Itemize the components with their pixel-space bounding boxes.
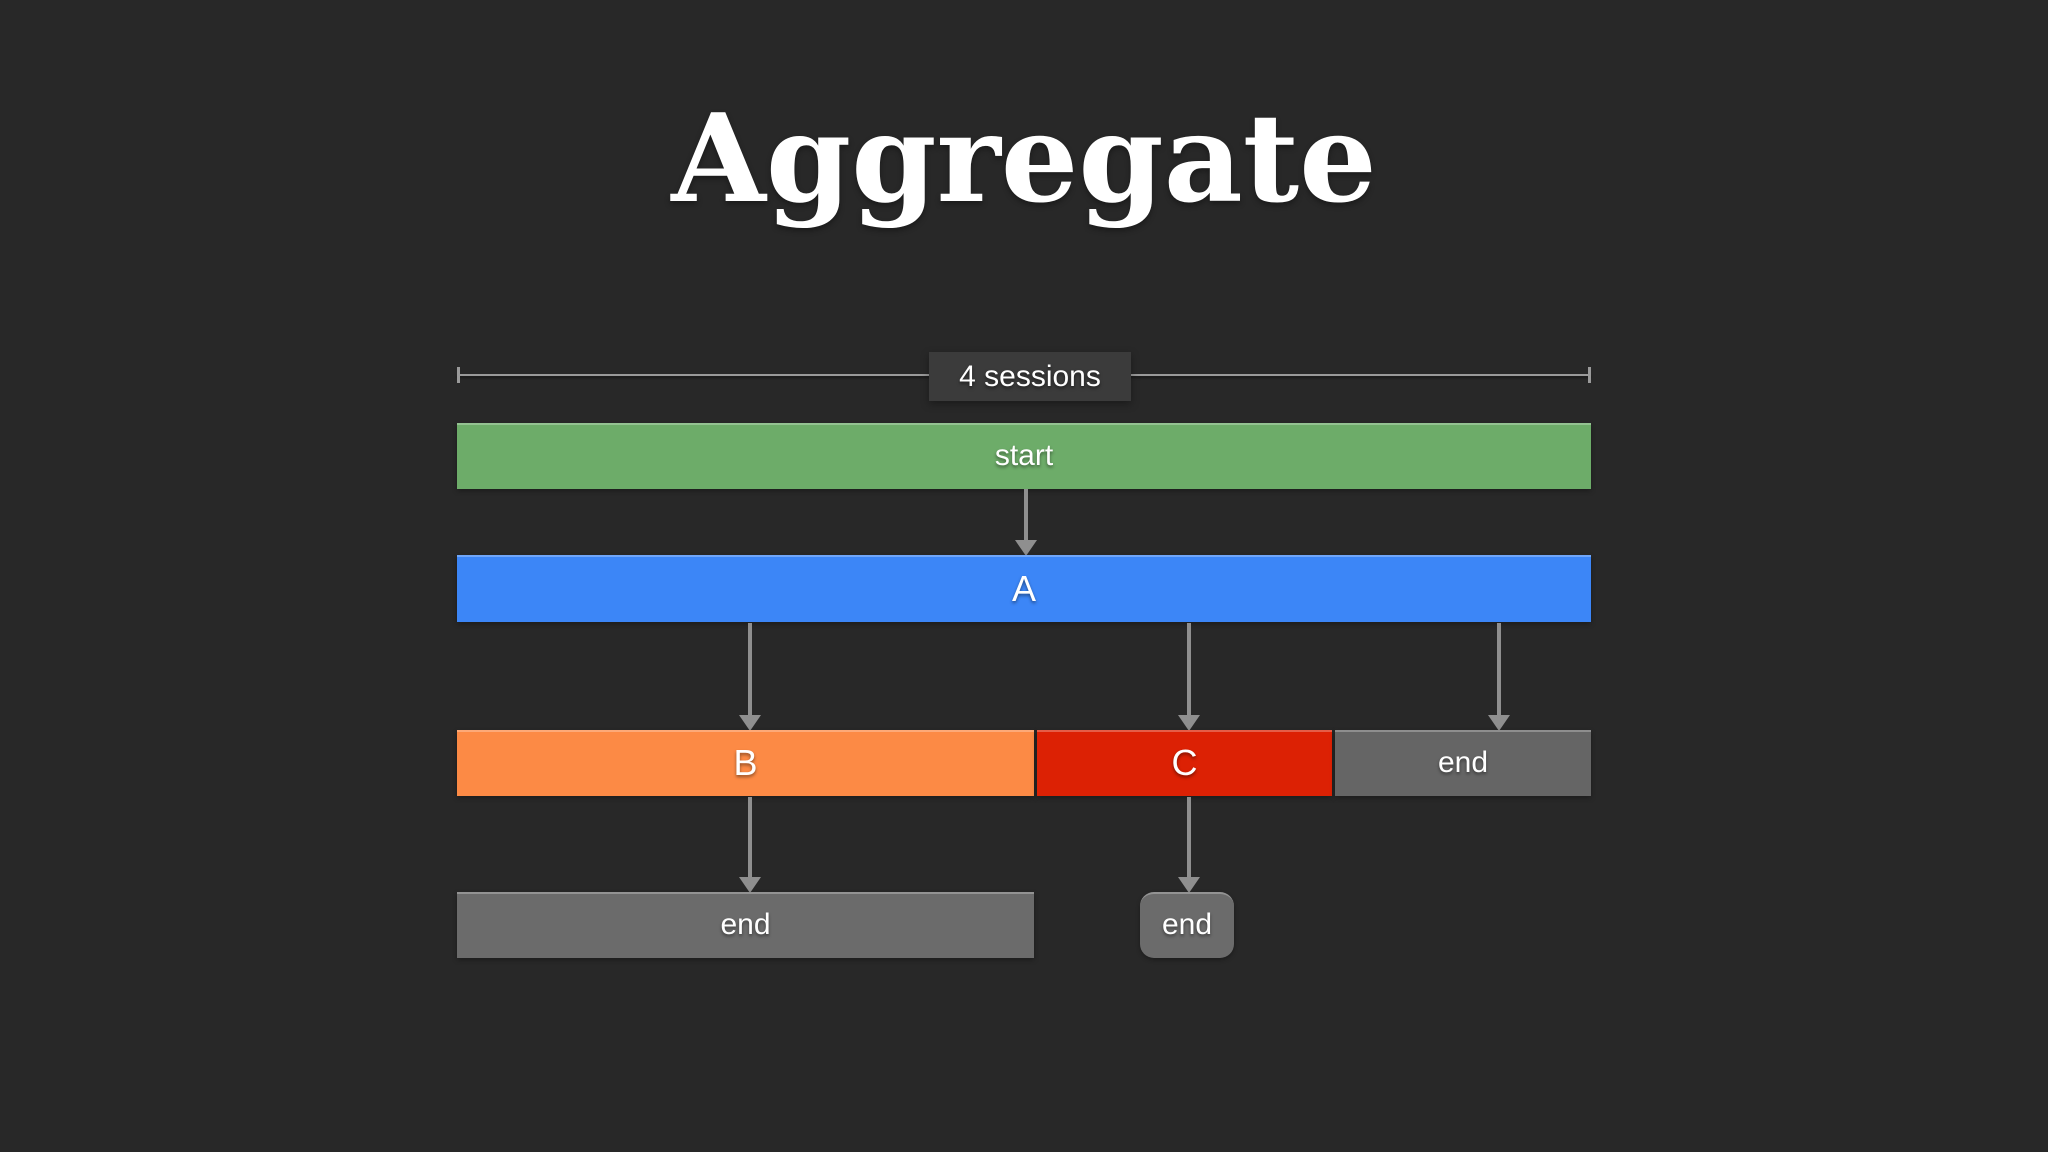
node-start: start bbox=[457, 423, 1591, 489]
arrow-head bbox=[1178, 877, 1200, 893]
arrow-head bbox=[1488, 715, 1510, 731]
arrow-head bbox=[739, 877, 761, 893]
measure-tick-left bbox=[457, 367, 460, 383]
node-c: C bbox=[1037, 730, 1332, 796]
node-end-after-a: end bbox=[1335, 730, 1591, 796]
node-end-after-b: end bbox=[457, 892, 1034, 958]
arrow-stem bbox=[1497, 623, 1501, 717]
arrow-stem bbox=[748, 623, 752, 717]
arrow-head bbox=[739, 715, 761, 731]
arrow-stem bbox=[748, 797, 752, 879]
arrow-c-to-end-icon bbox=[1177, 797, 1201, 893]
node-a: A bbox=[457, 555, 1591, 622]
page-title: Aggregate bbox=[671, 86, 1377, 230]
arrow-a-to-c-icon bbox=[1177, 623, 1201, 731]
arrow-head bbox=[1015, 540, 1037, 556]
arrow-stem bbox=[1187, 623, 1191, 717]
arrow-a-to-b-icon bbox=[738, 623, 762, 731]
measure-tick-right bbox=[1588, 367, 1591, 383]
arrow-stem bbox=[1024, 489, 1028, 542]
node-end-after-c: end bbox=[1140, 892, 1234, 958]
arrow-start-to-a-icon bbox=[1014, 489, 1038, 556]
measure-span-label: 4 sessions bbox=[929, 352, 1131, 401]
arrow-head bbox=[1178, 715, 1200, 731]
arrow-stem bbox=[1187, 797, 1191, 879]
arrow-a-to-end-icon bbox=[1487, 623, 1511, 731]
arrow-b-to-end-icon bbox=[738, 797, 762, 893]
node-b: B bbox=[457, 730, 1034, 796]
